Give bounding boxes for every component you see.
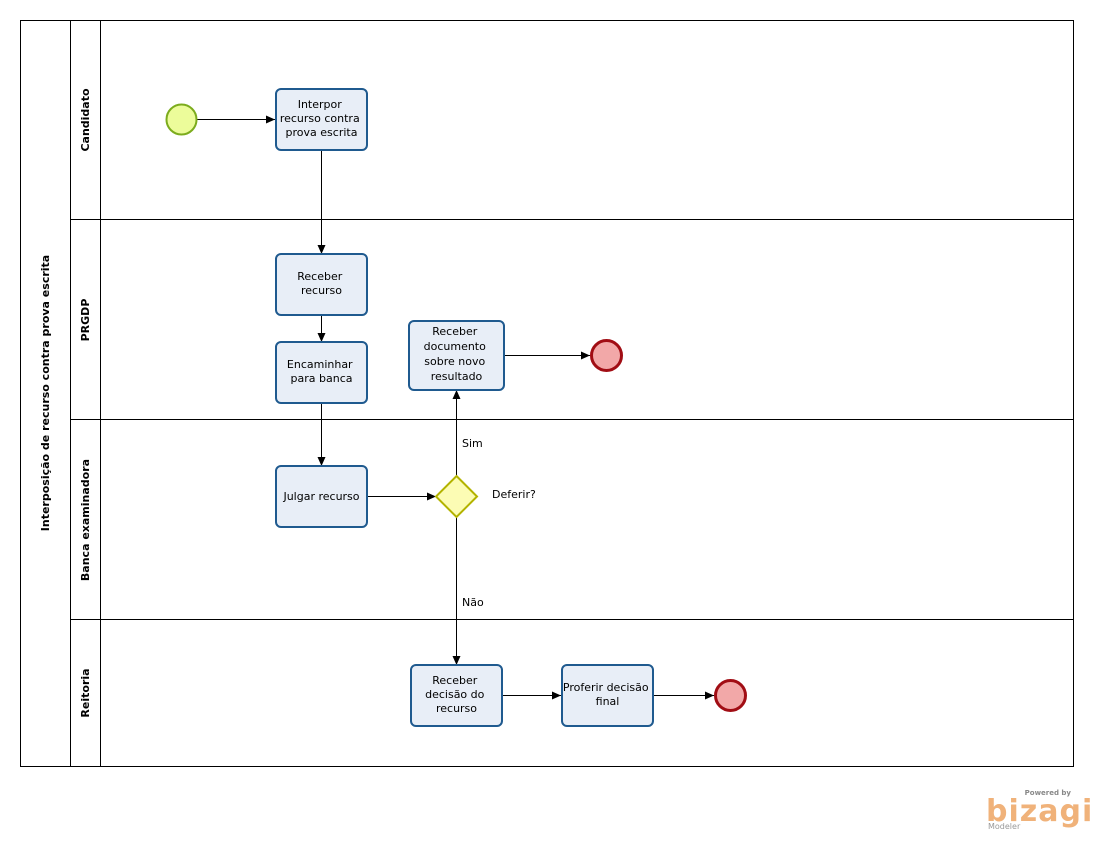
task-interpor-recurso[interactable]: Interpor recurso contra prova escrita: [275, 88, 368, 151]
task-label-line: Receber: [432, 325, 477, 338]
flow-label-nao: Não: [462, 596, 484, 609]
task-label-line: documento: [424, 340, 486, 353]
lane-title-reitoria: Reitoria: [79, 668, 92, 717]
end-event-prgdp[interactable]: [590, 339, 623, 372]
task-label-line: Proferir decisão: [563, 681, 649, 694]
svg-text:Proferir decisão final: Proferir decisão final: [563, 681, 652, 708]
task-label-line: Julgar recurso: [282, 490, 359, 503]
task-label-line: decisão do: [425, 688, 485, 701]
svg-text:Receber documento: Receber documento sobre novo resultado: [424, 325, 490, 383]
task-proferir-decisao[interactable]: Proferir decisão final: [561, 664, 654, 727]
svg-text:Receber recurso: Receber recurso: [297, 270, 346, 297]
lane-reitoria: Reitoria: [79, 668, 92, 717]
task-label-line: Interpor: [298, 98, 343, 111]
task-receber-recurso[interactable]: Receber recurso: [275, 253, 368, 316]
end-event-reitoria[interactable]: [714, 679, 747, 712]
lane-title-prgdp: PRGDP: [79, 299, 92, 342]
task-julgar-recurso[interactable]: Julgar recurso: [275, 465, 368, 528]
lane-banca: Banca examinadora: [70, 459, 1074, 620]
svg-text:Julgar recurso: Julgar recurso: [282, 490, 359, 503]
task-label-line: para banca: [291, 372, 353, 385]
task-label-line: Encaminhar: [287, 358, 353, 371]
task-label-line: prova escrita: [286, 126, 358, 139]
task-encaminhar-para-banca[interactable]: Encaminhar para banca: [275, 341, 368, 404]
pool: Interposição de recurso contra prova esc…: [20, 20, 1074, 767]
gateway-label: Deferir?: [492, 488, 536, 501]
task-label-line: recurso: [436, 702, 477, 715]
brand-logo: bizagi: [986, 794, 1093, 829]
task-label-line: Receber: [432, 674, 477, 687]
svg-text:Encaminhar para banca: Encaminhar para banca: [287, 358, 356, 385]
task-label-line: Receber: [297, 270, 342, 283]
task-label-line: resultado: [431, 370, 483, 383]
brand-powered-by: Powered by: [1025, 789, 1072, 797]
task-receber-decisao[interactable]: Receber decisão do recurso: [410, 664, 503, 727]
task-label-line: recurso contra: [280, 112, 360, 125]
sequence-flows: [197, 115, 714, 700]
svg-text:Interpor recurso contra: Interpor recurso contra prova escrita: [280, 98, 363, 139]
pool-title: Interposição de recurso contra prova esc…: [39, 255, 52, 531]
task-label-line: recurso: [301, 284, 342, 297]
lane-prgdp: PRGDP: [70, 299, 1074, 420]
gateway-deferir[interactable]: Deferir?: [434, 474, 536, 519]
gateway-diamond[interactable]: [434, 474, 479, 519]
svg-text:Receber decisão do: Receber decisão do recurso: [425, 674, 488, 715]
task-label-line: sobre novo: [424, 355, 485, 368]
lane-candidato: Candidato: [70, 88, 1074, 220]
lane-title-candidato: Candidato: [79, 88, 92, 152]
brand-modeler: Modeler: [988, 822, 1021, 831]
task-receber-documento[interactable]: Receber documento sobre novo resultado: [408, 320, 505, 391]
task-label-line: final: [596, 695, 620, 708]
start-event[interactable]: [165, 103, 198, 136]
flow-label-sim: Sim: [462, 437, 483, 450]
bizagi-branding: Powered by bizagi Modeler: [986, 789, 1093, 831]
lane-title-banca: Banca examinadora: [79, 459, 92, 581]
